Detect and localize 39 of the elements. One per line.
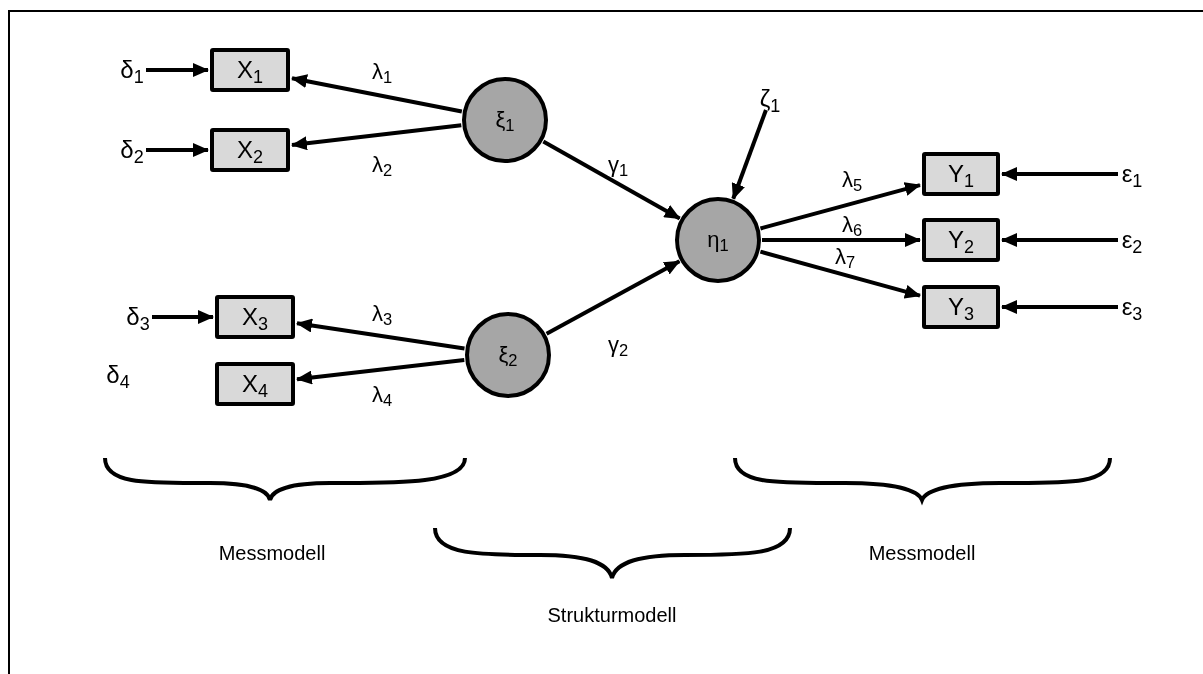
arrow (146, 143, 209, 157)
arrow (291, 123, 462, 151)
arrow (152, 310, 214, 324)
model-label: Messmodell (868, 543, 976, 563)
model-label: Strukturmodell (547, 605, 677, 625)
error-term: ε$_{3}$ (1112, 290, 1152, 324)
edge-label: λ$_{5}$ (841, 169, 863, 191)
error-term: ζ$_{1}$ (750, 82, 790, 116)
error-term: ε$_{1}$ (1112, 157, 1152, 191)
arrow (296, 318, 465, 351)
arrow (1001, 233, 1118, 247)
arrow (1001, 300, 1118, 314)
arrow (545, 259, 681, 336)
edge-label: λ$_{6}$ (841, 214, 863, 236)
model-label: Messmodell (218, 543, 326, 563)
edge-label: λ$_{1}$ (371, 61, 393, 83)
arrow (1001, 167, 1118, 181)
error-term: δ$_{4}$ (106, 363, 130, 387)
indicator-box: Y$_{2}$ (922, 218, 1000, 262)
indicator-box: Y$_{1}$ (922, 152, 1000, 196)
indicator-box: X$_{2}$ (210, 128, 290, 172)
arrow (296, 358, 465, 385)
error-term: δ$_{2}$ (112, 133, 152, 167)
error-term: ε$_{2}$ (1112, 223, 1152, 257)
error-term: δ$_{1}$ (112, 53, 152, 87)
arrow (542, 139, 681, 221)
indicator-box: Y$_{3}$ (922, 285, 1000, 329)
edge-label: λ$_{2}$ (371, 154, 393, 176)
indicator-box: X$_{3}$ (215, 295, 295, 339)
edge-label: λ$_{4}$ (371, 384, 393, 406)
indicator-box: X$_{4}$ (215, 362, 295, 406)
arrow (146, 63, 209, 77)
arrow (731, 109, 768, 200)
edge-label: λ$_{7}$ (834, 246, 856, 268)
arrow (762, 233, 921, 247)
edge-label: λ$_{3}$ (371, 303, 393, 325)
error-term: δ$_{3}$ (118, 300, 158, 334)
arrow (291, 74, 463, 114)
indicator-box: X$_{1}$ (210, 48, 290, 92)
